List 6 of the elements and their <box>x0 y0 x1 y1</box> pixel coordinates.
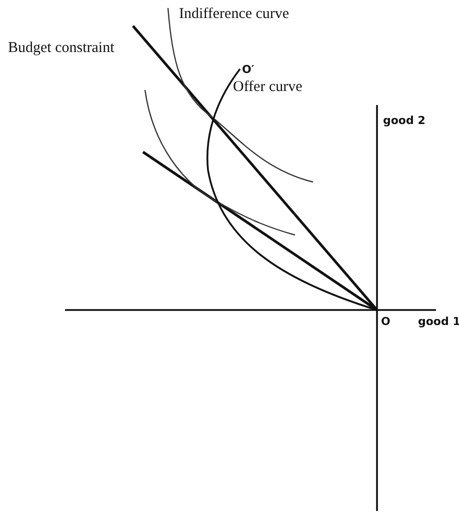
curve-label: Offer curve <box>233 80 302 95</box>
axis-label: good 2 <box>383 115 426 126</box>
curve-label: Budget constraint <box>8 41 114 56</box>
origin-label: O <box>381 316 390 327</box>
point-label: O′ <box>242 64 254 75</box>
curve-label: Indifference curve <box>179 7 290 22</box>
